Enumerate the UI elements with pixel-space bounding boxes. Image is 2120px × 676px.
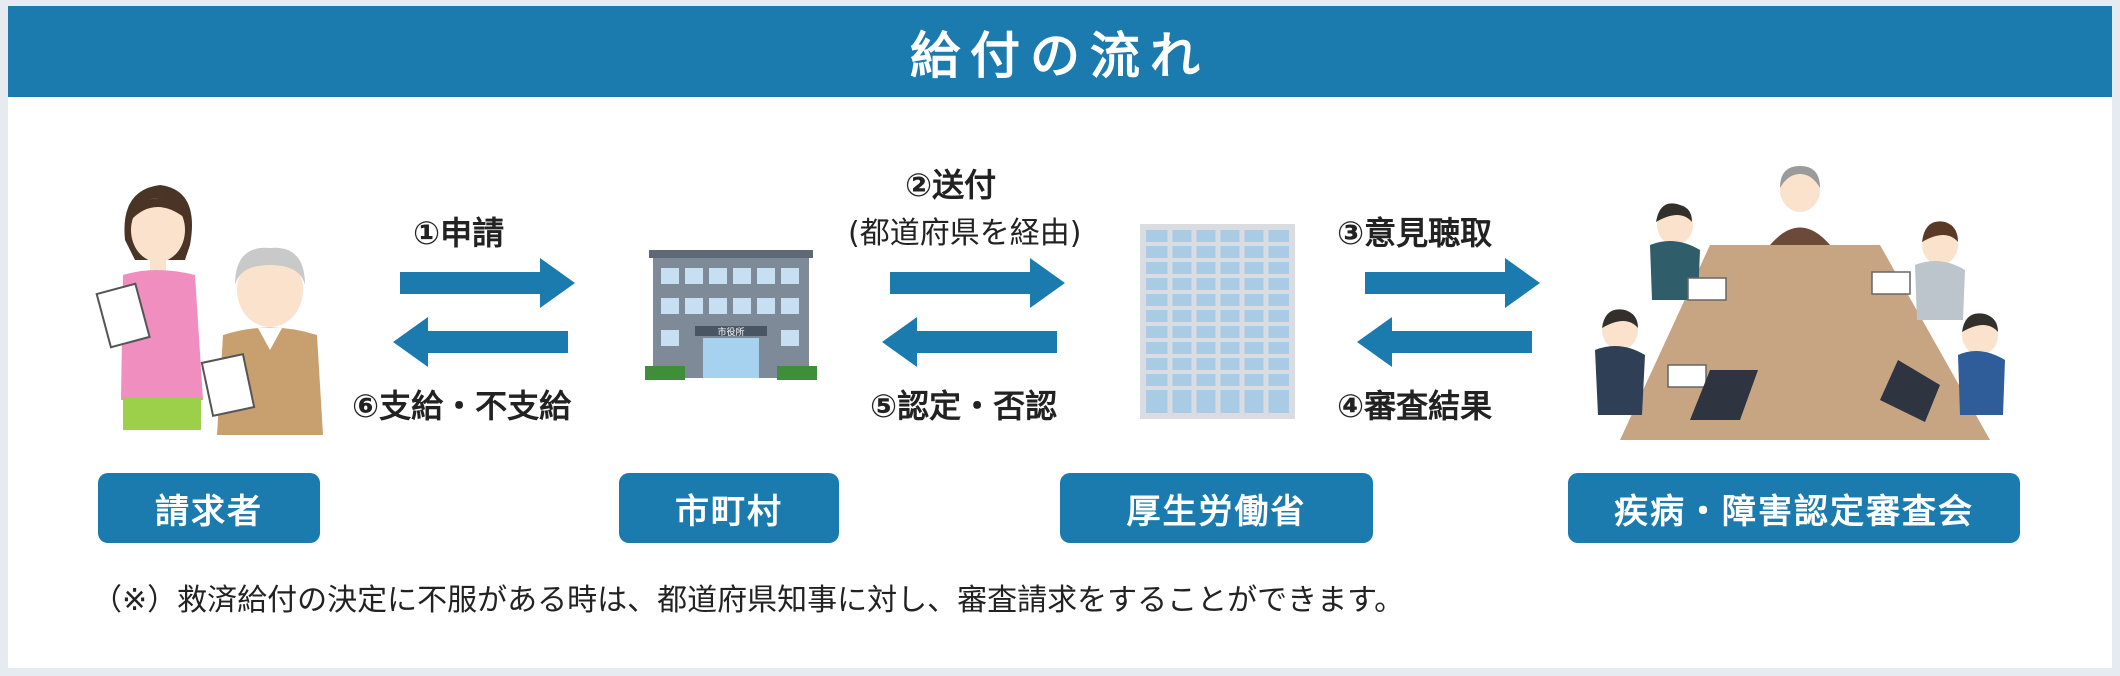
- arrow-left-payment: [393, 317, 568, 367]
- diagram-title: 給付の流れ: [910, 26, 1210, 85]
- municipality-label: 市町村: [619, 473, 839, 543]
- ministry-label: 厚生労働省: [1060, 473, 1373, 543]
- step-3-consultation-label: ③意見聴取: [1337, 214, 1493, 252]
- step-6-payment-decision-label: ⑥支給・不支給: [352, 387, 572, 425]
- arrow-right-consultation: [1365, 258, 1540, 308]
- header-bar: 給付の流れ: [8, 6, 2112, 97]
- step-1-apply-label: ①申請: [413, 214, 505, 252]
- city-hall-sign: 市役所: [717, 326, 744, 338]
- arrow-left-review-result: [1357, 317, 1532, 367]
- appeal-note: （※）救済給付の決定に不服がある時は、都道府県知事に対し、審査請求をすることがで…: [92, 583, 1405, 618]
- claimant-illustration: [95, 185, 323, 435]
- council-meeting-illustration: [1595, 166, 2005, 440]
- step-5-approval-label: ⑤認定・否認: [870, 387, 1058, 425]
- claimant-label: 請求者: [98, 473, 320, 543]
- arrow-left-approval: [882, 317, 1057, 367]
- arrow-right-apply: [400, 258, 575, 308]
- step-2-forward-label: ②送付: [905, 166, 997, 204]
- council-label: 疾病・障害認定審査会: [1568, 473, 2020, 543]
- city-hall-illustration: 市役所: [645, 250, 817, 380]
- step-4-review-result-label: ④審査結果: [1337, 387, 1493, 425]
- arrow-right-forward: [890, 258, 1065, 308]
- step-2-via-prefecture-label: (都道府県を経由): [848, 216, 1082, 251]
- ministry-building-illustration: [1140, 224, 1295, 419]
